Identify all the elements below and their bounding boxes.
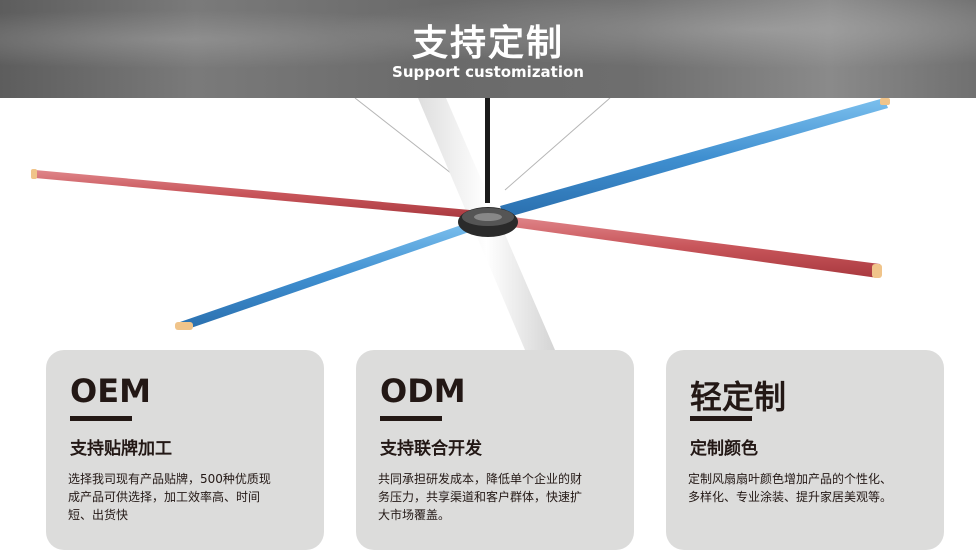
card-subtitle: 支持联合开发 <box>380 439 482 459</box>
card-oem: OEM 支持贴牌加工 选择我司现有产品贴牌，500种优质现成产品可供选择，加工效… <box>46 350 324 550</box>
card-description: 定制风扇扇叶颜色增加产品的个性化、多样化、专业涂装、提升家居美观等。 <box>688 472 893 504</box>
ceiling-fan-illustration <box>31 98 890 350</box>
card-title: OEM <box>70 372 151 410</box>
fan-hub-center <box>474 213 502 221</box>
card-subtitle: 支持贴牌加工 <box>70 439 172 459</box>
card-subtitle: 定制颜色 <box>690 439 758 459</box>
blade-tip <box>175 322 193 330</box>
banner-subtitle: Support customization <box>392 63 584 81</box>
support-cable <box>504 98 611 191</box>
card-light-customization: 轻定制 定制颜色 定制风扇扇叶颜色增加产品的个性化、多样化、专业涂装、提升家居美… <box>666 350 944 550</box>
fan-blade-blue-left <box>180 222 475 330</box>
blade-tip <box>880 98 890 105</box>
blade-tip <box>31 169 37 179</box>
card-divider <box>380 416 442 421</box>
fan-blade-blue-right <box>500 98 888 218</box>
card-odm: ODM 支持联合开发 共同承担研发成本，降低单个企业的财务压力，共享渠道和客户群… <box>356 350 634 550</box>
fan-drop-rod <box>485 98 490 203</box>
card-description: 共同承担研发成本，降低单个企业的财务压力，共享渠道和客户群体，快速扩大市场覆盖。 <box>378 472 583 522</box>
card-divider <box>70 416 132 421</box>
card-divider <box>690 416 752 421</box>
card-description: 选择我司现有产品贴牌，500种优质现成产品可供选择，加工效率高、时间短、出货快 <box>68 472 271 522</box>
fan-blade-red-left <box>35 170 470 218</box>
banner-title: 支持定制 <box>411 23 564 64</box>
card-title: 轻定制 <box>690 378 787 416</box>
blade-tip <box>872 264 882 278</box>
fan-blade-red-right <box>505 216 880 278</box>
banner-background-photo <box>0 0 976 98</box>
card-title: ODM <box>380 372 466 410</box>
header-banner: 支持定制 Support customization <box>0 0 976 98</box>
